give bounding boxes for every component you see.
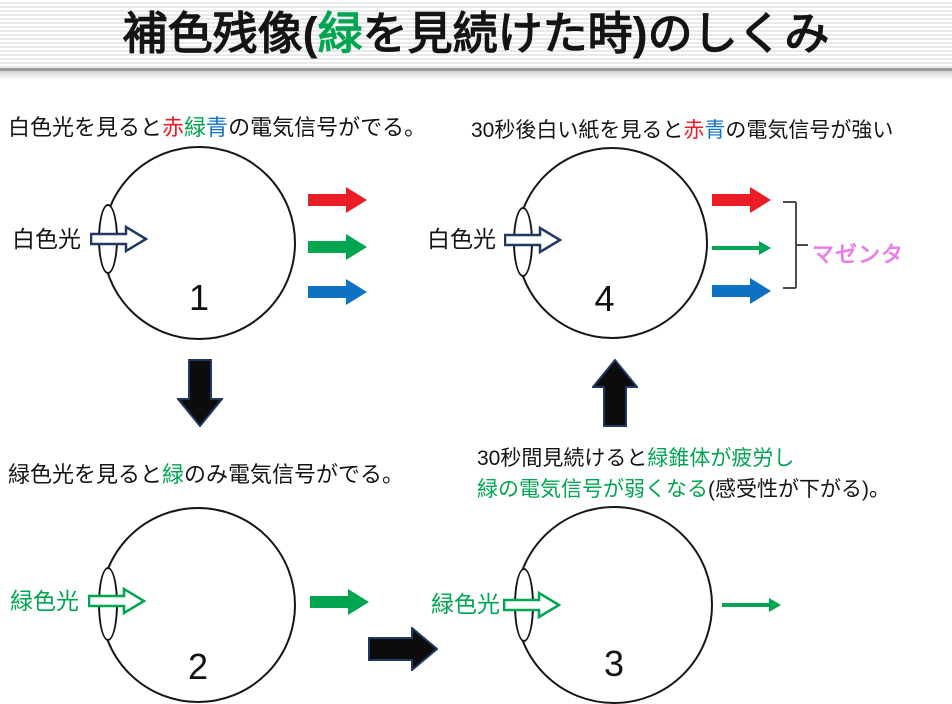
green-signal-arrow-2 bbox=[310, 589, 369, 615]
p1-seg-green: 緑 bbox=[184, 115, 207, 140]
p1-seg-blue: 青 bbox=[206, 115, 229, 140]
title-divider-shadow bbox=[0, 71, 952, 80]
title-seg-green: 緑 bbox=[317, 8, 363, 59]
red-signal-arrow-4 bbox=[712, 187, 771, 213]
panel2-caption: 緑色光を見ると緑のみ電気信号がでる。 bbox=[8, 459, 404, 490]
green-weak-signal-arrow-3 bbox=[722, 598, 781, 612]
p2-seg-0: 緑色光を見ると bbox=[8, 462, 163, 487]
eye1-light-label: 白色光 bbox=[12, 226, 81, 252]
panel3-caption: 30秒間見続けると緑錐体が疲労し 緑の電気信号が弱くなる(感受性が下がる)。 bbox=[477, 443, 890, 505]
eye2-number: 2 bbox=[187, 646, 209, 687]
white-light-in-arrow-1 bbox=[90, 224, 148, 254]
p4-seg-0: 30秒後白い紙を見ると bbox=[471, 119, 684, 142]
p1-seg-4: の電気信号がでる。 bbox=[228, 115, 427, 140]
blue-signal-arrow-4 bbox=[712, 278, 771, 304]
up-flow-arrow bbox=[592, 359, 638, 427]
title-stripe-band bbox=[0, 0, 952, 68]
red-signal-arrow-1 bbox=[308, 187, 367, 213]
green-light-in-arrow-3 bbox=[503, 590, 561, 620]
panel1-caption: 白色光を見ると赤緑青の電気信号がでる。 bbox=[8, 112, 426, 143]
p1-seg-red: 赤 bbox=[162, 115, 185, 140]
white-light-in-arrow-4 bbox=[504, 225, 562, 255]
green-weak-signal-arrow-4 bbox=[712, 241, 771, 255]
p3-l2-seg-green: 緑の電気信号が弱くなる bbox=[477, 478, 708, 501]
right-flow-arrow bbox=[368, 627, 438, 671]
title-seg-1: 補色残像( bbox=[122, 8, 318, 59]
green-light-in-arrow-2 bbox=[88, 586, 146, 616]
p3-l2-seg-1: (感受性が下がる)。 bbox=[708, 478, 890, 501]
p1-seg-0: 白色光を見ると bbox=[8, 115, 163, 140]
eye3-number: 3 bbox=[603, 643, 625, 684]
eye2-light-label: 緑色光 bbox=[10, 588, 79, 614]
p4-seg-blue: 青 bbox=[704, 119, 726, 142]
p3-l1-seg-green: 緑錐体が疲労し bbox=[647, 447, 795, 470]
p3-l1-seg-0: 30秒間見続けると bbox=[477, 447, 648, 470]
p2-seg-green: 緑 bbox=[162, 462, 185, 487]
down-flow-arrow bbox=[177, 359, 223, 427]
title-seg-2: を見続けた時)のしくみ bbox=[362, 8, 830, 59]
green-signal-arrow-1 bbox=[308, 234, 367, 260]
blue-signal-arrow-1 bbox=[308, 279, 367, 305]
panel4-caption: 30秒後白い紙を見ると赤青の電気信号が強い bbox=[471, 115, 893, 146]
bracket bbox=[783, 201, 808, 289]
p4-seg-3: の電気信号が強い bbox=[725, 119, 894, 142]
eye1-number: 1 bbox=[188, 277, 210, 318]
eye4-number: 4 bbox=[594, 278, 615, 319]
title-divider-line bbox=[0, 68, 952, 71]
eye4-light-label: 白色光 bbox=[427, 226, 496, 252]
page-title: 補色残像(緑を見続けた時)のしくみ bbox=[0, 4, 952, 64]
magenta-label: マゼンタ bbox=[812, 242, 905, 267]
p2-seg-2: のみ電気信号がでる。 bbox=[184, 462, 405, 487]
p4-seg-red: 赤 bbox=[683, 119, 705, 142]
eye3-light-label: 緑色光 bbox=[431, 591, 500, 617]
